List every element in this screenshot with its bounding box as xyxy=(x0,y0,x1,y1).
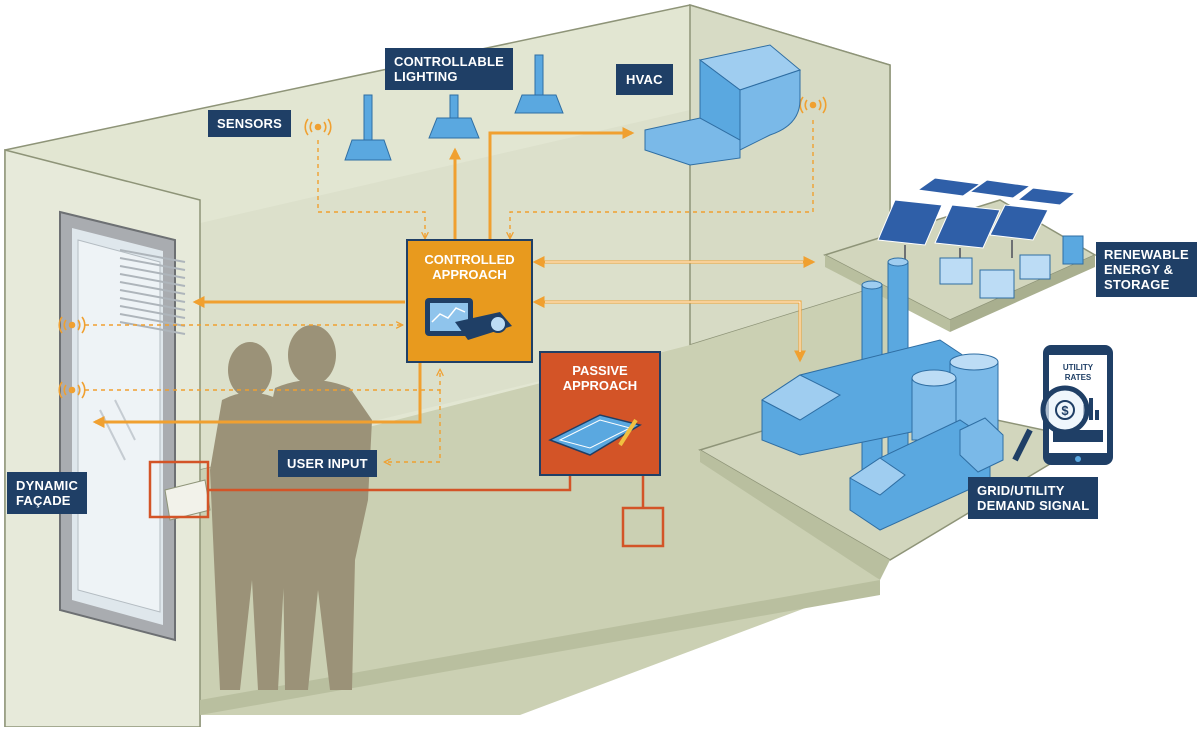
floor-edge xyxy=(200,580,880,715)
blueprint-icon xyxy=(548,414,642,456)
hvac-label: HVAC xyxy=(616,64,673,95)
hvac-duct-icon xyxy=(644,44,802,166)
facade-line2: FAÇADE xyxy=(16,493,71,508)
controlled-line1: CONTROLLED xyxy=(424,252,515,267)
renewable-line2: ENERGY & xyxy=(1104,262,1174,277)
window-sill xyxy=(164,479,211,521)
passive-line2: APPROACH xyxy=(562,378,638,393)
sensors-text: SENSORS xyxy=(217,116,282,131)
controlled-approach-box xyxy=(406,239,533,363)
sensor-signal-lines xyxy=(85,120,814,462)
renewable-energy-label: RENEWABLE ENERGY & STORAGE xyxy=(1096,242,1197,297)
control-arrows xyxy=(92,127,816,428)
passive-approach-title: PASSIVE APPROACH xyxy=(540,363,660,393)
battery-storage-icon xyxy=(939,254,1051,299)
passive-callouts xyxy=(148,460,665,548)
dollar-icon: $ xyxy=(1061,403,1069,418)
power-plant-icon xyxy=(761,257,1004,531)
lighting-line2: LIGHTING xyxy=(394,69,458,84)
light-fixture-icon xyxy=(344,94,392,161)
light-fixture-icon xyxy=(428,94,480,139)
dynamic-facade-label: DYNAMIC FAÇADE xyxy=(7,472,88,514)
utility-rates-line1: UTILITY xyxy=(1063,363,1094,372)
user-input-label: USER INPUT xyxy=(278,450,377,477)
lighting-line1: CONTROLLABLE xyxy=(394,54,504,69)
dynamic-facade-window xyxy=(59,210,186,642)
sensor-icons xyxy=(58,96,827,399)
controlled-approach-title: CONTROLLED APPROACH xyxy=(407,252,532,282)
light-fixtures xyxy=(344,54,564,161)
sensor-icon xyxy=(58,381,86,399)
user-input-text: USER INPUT xyxy=(287,456,368,471)
solar-panel-icon xyxy=(877,177,1077,249)
solar-panels xyxy=(877,177,1084,299)
sensors-label: SENSORS xyxy=(208,110,291,137)
facade-line1: DYNAMIC xyxy=(16,478,79,493)
passive-line1: PASSIVE xyxy=(572,363,628,378)
sensor-icon xyxy=(799,96,827,114)
grid-line1: GRID/UTILITY xyxy=(977,483,1065,498)
light-fixture-icon xyxy=(514,54,564,114)
utility-rates-phone: UTILITY RATES $ xyxy=(1012,345,1113,465)
sensor-icon xyxy=(304,118,332,136)
grid-utility-label: GRID/UTILITY DEMAND SIGNAL xyxy=(968,477,1099,519)
thermostat-icon xyxy=(455,312,512,340)
sensor-icon xyxy=(58,316,86,334)
hvac-text: HVAC xyxy=(626,72,663,87)
passive-approach-box xyxy=(539,351,661,476)
renewable-line3: STORAGE xyxy=(1104,277,1170,292)
inverter-icon xyxy=(1062,235,1084,265)
controlled-line2: APPROACH xyxy=(432,267,507,282)
floor xyxy=(200,283,890,715)
utility-rates-line2: RATES xyxy=(1065,373,1092,382)
grid-line2: DEMAND SIGNAL xyxy=(977,498,1090,513)
controllable-lighting-label: CONTROLLABLE LIGHTING xyxy=(385,48,513,90)
blinds xyxy=(119,249,186,335)
renewable-line1: RENEWABLE xyxy=(1104,247,1189,262)
control-arrow-highlights xyxy=(545,261,803,352)
